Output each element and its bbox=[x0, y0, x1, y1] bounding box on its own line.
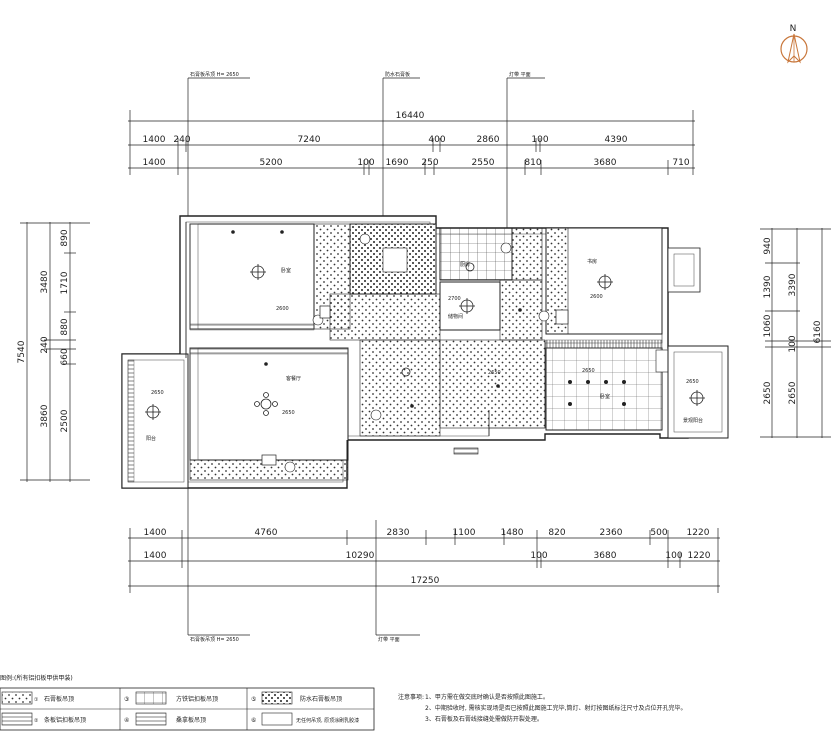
dim-top-total: 16440 bbox=[396, 111, 425, 121]
dim-right-outer-2: 2650 bbox=[788, 381, 798, 404]
dim-top-r2-8: 710 bbox=[672, 158, 689, 168]
dim-bot-r2-1: 10290 bbox=[346, 551, 375, 561]
dim-bot-r2-3: 3680 bbox=[594, 551, 617, 561]
dim-bot-r2-5: 1220 bbox=[688, 551, 711, 561]
legend-num-4: ④ bbox=[124, 717, 129, 724]
left-dimensions bbox=[20, 222, 90, 482]
legend-num-5: ⑤ bbox=[251, 696, 256, 703]
dim-top-r1-2: 7240 bbox=[298, 135, 321, 145]
dim-bot-r1-3: 1100 bbox=[453, 528, 476, 538]
dim-top-r2-2: 100 bbox=[357, 158, 374, 168]
dim-right-inner-3: 2650 bbox=[763, 381, 773, 404]
dim-bot-r1-1: 4760 bbox=[255, 528, 278, 538]
callout-top-mid: 防水石膏板 bbox=[385, 71, 410, 78]
dim-bot-r2-0: 1400 bbox=[144, 551, 167, 561]
notes-line-1: 1、甲方需在做交底时确认是否按照此图施工。 bbox=[425, 693, 549, 701]
callout-top-left: 石膏板吊顶 H= 2650 bbox=[190, 71, 239, 78]
room-storage: 储物间 bbox=[448, 313, 463, 320]
height-label: 2650 bbox=[582, 368, 595, 374]
dim-top-r1-1: 240 bbox=[173, 135, 190, 145]
dim-bot-r1-5: 820 bbox=[548, 528, 565, 538]
height-label: 2600 bbox=[590, 294, 603, 300]
dim-right-inner-2: 1060 bbox=[763, 314, 773, 337]
dim-top-r1-3: 400 bbox=[428, 135, 445, 145]
height-label: 2700 bbox=[448, 296, 461, 302]
legend-title: 图例:(所有铝扣板甲供甲装) bbox=[0, 674, 73, 682]
dim-top-r2-0: 1400 bbox=[143, 158, 166, 168]
dim-bot-r1-8: 1220 bbox=[687, 528, 710, 538]
dim-bot-r1-4: 1480 bbox=[501, 528, 524, 538]
north-label: N bbox=[790, 24, 797, 34]
legend-label-6: 无任何吊顶, 原顶涂刷乳胶漆 bbox=[296, 717, 359, 724]
height-label: 2650 bbox=[488, 370, 501, 376]
room-bedroom2: 卧室 bbox=[600, 393, 610, 400]
dim-left-outer-1: 240 bbox=[40, 336, 50, 353]
dim-left-inner-3: 660 bbox=[60, 348, 70, 365]
bottom-dimensions bbox=[128, 528, 720, 593]
legend-label-2: 条板铝扣板吊顶 bbox=[44, 716, 86, 724]
dim-bot-r1-7: 500 bbox=[650, 528, 667, 538]
legend-label-4: 桑拿板吊顶 bbox=[176, 716, 206, 724]
room-bedroom1: 卧室 bbox=[281, 267, 291, 274]
notes: 注意事项: 1、甲方需在做交底时确认是否按照此图施工。 2、中期验收时, 需核实… bbox=[398, 693, 687, 723]
dim-top-r2-7: 3680 bbox=[594, 158, 617, 168]
callout-bottom-right: 灯带 平面 bbox=[378, 636, 400, 643]
legend-num-1: ① bbox=[34, 697, 39, 703]
top-dimensions bbox=[128, 110, 695, 175]
dim-left-outer-0: 3480 bbox=[40, 270, 50, 293]
floor-plan bbox=[121, 215, 729, 489]
dim-top-r1-0: 1400 bbox=[143, 135, 166, 145]
dim-left-inner-2: 880 bbox=[60, 318, 70, 335]
legend-label-3: 方铁铝扣板吊顶 bbox=[176, 695, 218, 703]
legend-num-2: ② bbox=[34, 718, 39, 724]
legend-label-1: 石膏板吊顶 bbox=[44, 695, 74, 703]
dim-bot-total: 17250 bbox=[411, 576, 440, 586]
right-dimensions bbox=[760, 228, 831, 438]
notes-title: 注意事项: bbox=[398, 693, 424, 701]
callout-bottom-left: 石膏板吊顶 H= 2650 bbox=[190, 636, 239, 643]
dim-right-total: 6160 bbox=[813, 320, 823, 343]
dim-right-outer-0: 3390 bbox=[788, 273, 798, 296]
legend-num-3: ③ bbox=[124, 696, 129, 703]
legend-num-6: ⑥ bbox=[251, 717, 256, 724]
dim-top-r2-4: 250 bbox=[421, 158, 438, 168]
room-study: 书房 bbox=[587, 258, 597, 265]
room-kitchen: 厨房 bbox=[460, 261, 470, 268]
room-balcony-right: 景观阳台 bbox=[683, 417, 703, 424]
dim-bot-r1-2: 2830 bbox=[387, 528, 410, 538]
dim-top-r2-5: 2550 bbox=[472, 158, 495, 168]
height-label: 2650 bbox=[151, 390, 164, 396]
room-living: 客餐厅 bbox=[286, 375, 301, 382]
dim-top-r1-6: 4390 bbox=[605, 135, 628, 145]
notes-line-3: 3、石膏板及石膏线接缝处需做防开裂处理。 bbox=[425, 715, 543, 723]
dim-top-r2-6: 810 bbox=[524, 158, 541, 168]
dim-top-r1-5: 100 bbox=[531, 135, 548, 145]
dim-right-inner-1: 1390 bbox=[763, 275, 773, 298]
dim-left-inner-4: 2500 bbox=[60, 409, 70, 432]
legend: 图例:(所有铝扣板甲供甲装) ③ ④ ⑤ ⑥ ① 石膏板吊顶 ② 条板铝扣板吊顶… bbox=[0, 674, 375, 731]
dim-bot-r1-0: 1400 bbox=[144, 528, 167, 538]
height-label: 2600 bbox=[276, 306, 289, 312]
dim-left-outer-2: 3860 bbox=[40, 404, 50, 427]
height-label: 2650 bbox=[686, 379, 699, 385]
north-arrow-icon: N bbox=[780, 24, 808, 64]
room-balcony-left: 阳台 bbox=[146, 435, 156, 442]
dim-bot-r1-6: 2360 bbox=[600, 528, 623, 538]
dim-left-inner-0: 890 bbox=[60, 229, 70, 246]
dim-top-r2-3: 1690 bbox=[386, 158, 409, 168]
dim-left-total: 7540 bbox=[17, 340, 27, 363]
dim-right-inner-0: 940 bbox=[763, 237, 773, 254]
legend-label-5: 防水石膏板吊顶 bbox=[300, 695, 342, 703]
notes-line-2: 2、中期验收时, 需核实现场是否已按照此图施工完毕,筒灯、射灯按图纸标注尺寸及点… bbox=[425, 704, 687, 712]
dim-top-r1-4: 2860 bbox=[477, 135, 500, 145]
height-label: 2650 bbox=[282, 410, 295, 416]
dim-top-r2-1: 5200 bbox=[260, 158, 283, 168]
dim-left-inner-1: 1710 bbox=[60, 271, 70, 294]
dim-bot-r2-2: 100 bbox=[530, 551, 547, 561]
dim-bot-r2-4: 100 bbox=[665, 551, 682, 561]
dim-right-outer-1: 100 bbox=[788, 335, 798, 352]
chandelier-icon bbox=[254, 392, 278, 416]
callout-top-right: 灯带 平面 bbox=[509, 71, 531, 78]
